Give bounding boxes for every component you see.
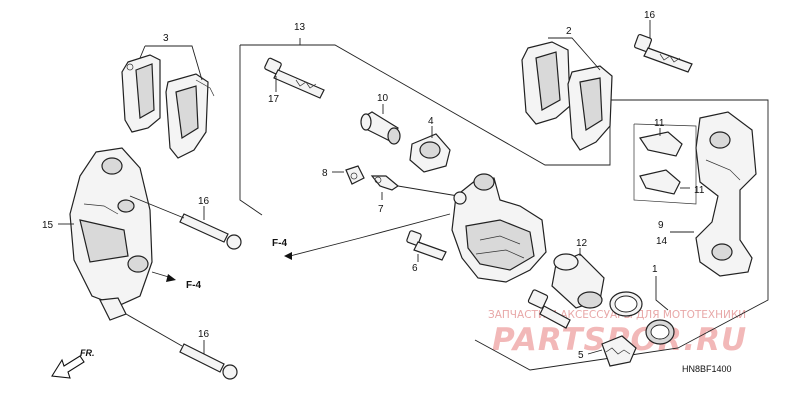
sleeve-10	[360, 104, 401, 145]
callout-16-middle: 16	[198, 196, 210, 207]
callout-13: 13	[294, 22, 306, 33]
callout-10: 10	[377, 93, 389, 104]
group-outline-13	[239, 38, 769, 371]
callout-11-upper: 11	[654, 118, 665, 129]
caliper-bracket	[695, 111, 757, 277]
callout-1: 1	[652, 264, 658, 275]
reference-f4-left: F-4	[151, 271, 201, 291]
callout-3: 3	[163, 33, 169, 44]
caliper-assembly-left	[69, 147, 153, 321]
callout-16-bottom: 16	[198, 329, 210, 340]
seal-set-1	[609, 276, 675, 345]
bleeder-screw-7	[370, 175, 459, 200]
caliper-body	[451, 173, 547, 283]
reference-f4-caliper-label: F-4	[272, 238, 287, 249]
callout-12: 12	[576, 238, 588, 249]
reference-f4-left-label: F-4	[186, 280, 201, 291]
callout-15: 15	[42, 220, 54, 231]
callout-5: 5	[578, 350, 584, 361]
bolt-group-13	[527, 289, 571, 329]
callout-2: 2	[566, 26, 572, 37]
pad-spring-11	[633, 123, 697, 205]
piston-12	[551, 248, 605, 309]
bolt-16-middle	[129, 195, 242, 250]
callout-11-lower: 11	[694, 185, 705, 196]
brake-pad-set-left	[121, 45, 215, 159]
diagram-code: HN8BF1400	[682, 364, 732, 374]
boot-4	[409, 126, 451, 173]
callout-8: 8	[322, 168, 328, 179]
bolt-17	[264, 57, 325, 99]
front-direction-label: FR.	[80, 348, 95, 358]
callout-14: 14	[656, 236, 668, 247]
bolt-16-bottom	[125, 313, 238, 380]
brake-pad-set-right	[521, 37, 613, 151]
bleeder-cap-8	[332, 165, 365, 185]
callout-17: 17	[268, 94, 280, 105]
callout-7: 7	[378, 204, 384, 215]
callout-9: 9	[658, 220, 664, 231]
callout-6: 6	[412, 263, 418, 274]
dust-boot-5	[587, 335, 637, 367]
bolt-6	[406, 230, 447, 262]
callout-4: 4	[428, 116, 434, 127]
reference-f4-caliper: F-4	[272, 213, 451, 260]
bolt-16-top	[633, 20, 693, 73]
front-direction-arrow: FR.	[51, 348, 95, 379]
callout-16-top: 16	[644, 10, 656, 21]
